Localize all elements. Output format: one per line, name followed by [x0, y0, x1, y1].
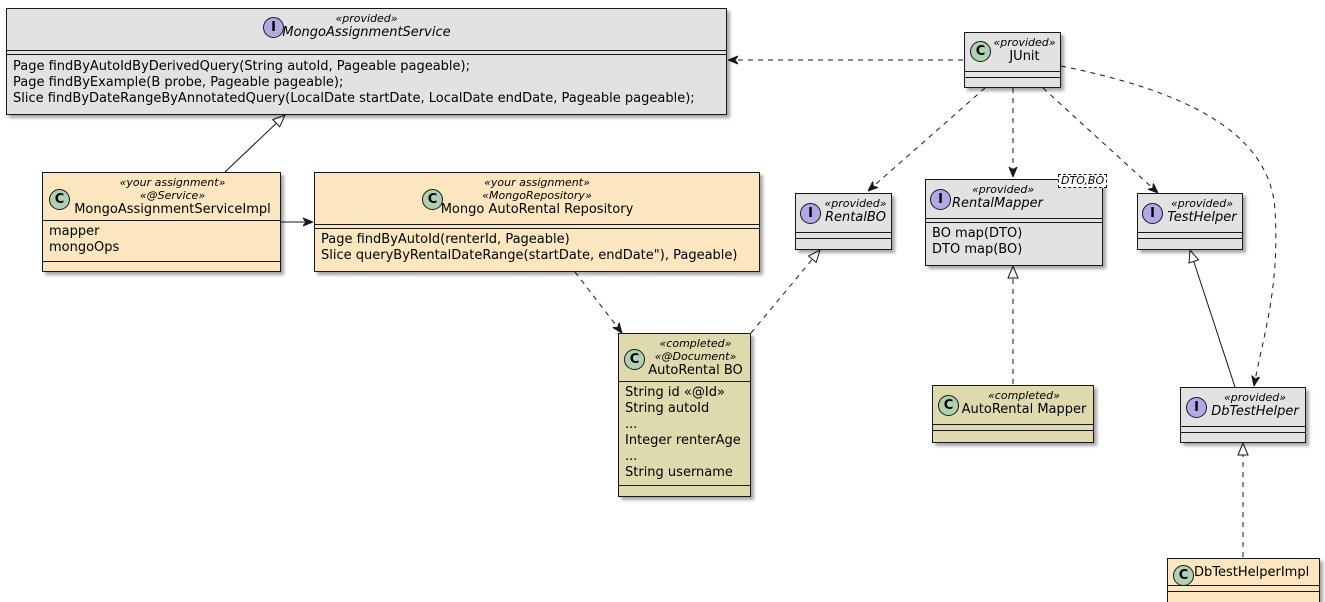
stereotype-completed: «completed»	[988, 389, 1060, 402]
class-name: RentalBO	[824, 210, 887, 225]
field-ellipsis: ...	[625, 449, 638, 464]
class-badge-icon: C	[1173, 565, 1194, 586]
class-name: Mongo AutoRental Repository	[440, 202, 634, 217]
class-badge-icon: C	[422, 189, 443, 210]
stereotype-provided: «provided»	[1170, 197, 1234, 210]
field-id: String id «@Id»	[625, 385, 725, 400]
field-mongo-ops: mongoOps	[49, 240, 120, 255]
stereotype-provided: «provided»	[1223, 391, 1287, 404]
stereotype-completed: «completed»	[659, 337, 732, 350]
edge-impl-realizes-service	[224, 115, 285, 173]
class-badge-icon: C	[49, 189, 70, 210]
field-ellipsis: ...	[625, 417, 638, 432]
stereotype-your-assignment: «your assignment»	[119, 176, 226, 189]
class-autorental-mapper: C «completed» AutoRental Mapper	[932, 385, 1094, 443]
field-auto-id: String autoId	[625, 401, 710, 416]
stereotype-mongo-repository: «MongoRepository»	[482, 189, 592, 202]
method-query-by-rental-date-range: Slice queryByRentalDateRange(startDate, …	[321, 248, 738, 263]
method-map-bo-to-dto: DTO map(BO)	[932, 242, 1023, 257]
class-name: AutoRental Mapper	[961, 402, 1087, 417]
class-mongo-autorental-repository: C «your assignment» «MongoRepository» Mo…	[314, 172, 760, 272]
class-name: DbTestHelperImpl	[1194, 565, 1310, 580]
class-name: DbTestHelper	[1211, 404, 1299, 419]
edge-repository-to-autorental-bo	[574, 271, 622, 333]
class-name: RentalMapper	[952, 196, 1043, 211]
interface-badge-icon: I	[263, 17, 284, 38]
class-mongo-assignment-service-impl: C «your assignment» «@Service» MongoAssi…	[42, 172, 281, 272]
class-badge-icon: C	[938, 395, 959, 416]
class-mongo-assignment-service: I «provided» MongoAssignmentService Page…	[6, 8, 727, 115]
method-map-dto-to-bo: BO map(DTO)	[932, 226, 1023, 241]
class-name: TestHelper	[1167, 210, 1237, 225]
edge-junit-to-dbtesthelper	[1060, 65, 1277, 386]
edge-junit-to-rentalbo	[868, 87, 986, 191]
interface-badge-icon: I	[1142, 203, 1163, 224]
class-autorental-bo: C «completed» «@Document» AutoRental BO …	[618, 333, 751, 497]
interface-badge-icon: I	[800, 203, 821, 224]
class-name: JUnit	[1009, 49, 1040, 64]
method-find-by-date-range: Slice findByDateRangeByAnnotatedQuery(Lo…	[13, 91, 695, 106]
interface-badge-icon: I	[1186, 397, 1207, 418]
stereotype-provided: «provided»	[824, 197, 887, 210]
stereotype-provided: «provided»	[993, 36, 1056, 49]
class-name: AutoRental BO	[648, 363, 743, 378]
stereotype-document: «@Document»	[654, 350, 737, 363]
edge-dbtesthelper-extends-testhelper	[1190, 250, 1236, 388]
template-parameters: DTO,BO	[1058, 174, 1108, 188]
class-junit: C «provided» JUnit	[964, 32, 1061, 88]
class-badge-icon: C	[970, 41, 991, 62]
field-username: String username	[625, 465, 733, 480]
stereotype-provided: «provided»	[972, 183, 1035, 196]
method-find-by-example: Page findByExample(B probe, Pageable pag…	[13, 75, 344, 90]
stereotype-provided: «provided»	[335, 12, 398, 25]
stereotype-your-assignment: «your assignment»	[484, 176, 590, 189]
class-name: MongoAssignmentServiceImpl	[74, 202, 271, 217]
interface-rentalbo: I «provided» RentalBO	[795, 193, 892, 250]
interface-rental-mapper: I «provided» RentalMapper BO map(DTO) DT…	[925, 179, 1103, 266]
class-badge-icon: C	[624, 349, 645, 370]
method-find-by-auto-id: Page findByAutoIdByDerivedQuery(String a…	[13, 59, 470, 74]
class-db-test-helper-impl: C DbTestHelperImpl	[1167, 558, 1320, 602]
edge-autorental-bo-realizes-rentalbo	[750, 250, 820, 334]
interface-badge-icon: I	[930, 189, 951, 210]
method-find-by-auto-id: Page findByAutoId(renterId, Pageable)	[321, 232, 570, 247]
stereotype-service: «@Service»	[139, 189, 206, 202]
field-mapper: mapper	[49, 224, 100, 239]
class-name: MongoAssignmentService	[282, 25, 451, 40]
interface-test-helper: I «provided» TestHelper	[1137, 193, 1243, 250]
field-renter-age: Integer renterAge	[625, 433, 741, 448]
interface-db-test-helper: I «provided» DbTestHelper	[1180, 387, 1306, 443]
